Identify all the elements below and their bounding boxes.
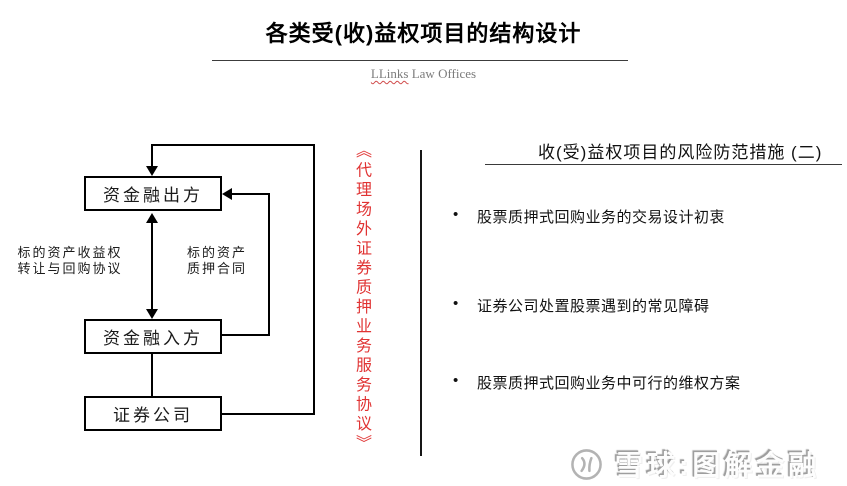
bullet-icon: • (453, 295, 459, 312)
brand-suffix: Law Offices (408, 66, 477, 81)
bullet-icon: • (453, 206, 459, 223)
connector-outer-right (313, 144, 315, 415)
watermark-text: 雪球:图解金融 (615, 450, 821, 481)
list-item: • 证券公司处置股票遇到的常见障碍 (453, 295, 710, 316)
panel-heading: 收(受)益权项目的风险防范措施 (二) (538, 143, 823, 162)
connector-inner-top (230, 193, 270, 195)
panel-heading-underline (485, 164, 842, 165)
list-item: • 股票质押式回购业务的交易设计初衷 (453, 206, 725, 227)
edge-label-transfer-repurchase: 标的资产收益权 转让与回购协议 (8, 245, 132, 277)
connector-borrower-broker (151, 354, 153, 396)
arrowhead-down-to-borrower-icon (146, 309, 158, 319)
edge-label-line: 标的资产 (186, 245, 247, 260)
connector-inner-right (268, 193, 270, 336)
brand-name: LLinks (370, 66, 409, 81)
connector-inner-bottom (222, 334, 270, 336)
arrowhead-left-into-lender-icon (222, 188, 232, 200)
vertical-agreement-note: 《代理场外证券质押业务服务协议》 (353, 142, 370, 454)
page-title: 各类受(收)益权项目的结构设计 (265, 21, 582, 46)
edge-label-line: 转让与回购协议 (17, 261, 123, 276)
xueqiu-snowball-logo-icon (571, 448, 602, 480)
watermark: 雪球:图解金融 (570, 444, 820, 484)
connector-broker-to-outer (222, 413, 315, 415)
bullet-text: 证券公司处置股票遇到的常见障碍 (477, 298, 710, 315)
edge-label-pledge-contract: 标的资产 质押合同 (178, 245, 256, 277)
arrowhead-down-into-lender-icon (146, 166, 158, 176)
node-fund-lender-label: 资金融出方 (103, 186, 203, 205)
edge-label-line: 标的资产收益权 (17, 245, 123, 260)
list-item: • 股票质押式回购业务中可行的维权方案 (453, 372, 741, 393)
title-underline (212, 60, 628, 61)
node-securities-company: 证券公司 (84, 396, 222, 431)
connector-into-lender-stem (151, 146, 153, 167)
connector-outer-top (151, 144, 315, 146)
connector-lender-borrower (151, 222, 153, 310)
edge-label-line: 质押合同 (186, 261, 247, 276)
brand-subtitle: LLinks Law Offices (0, 66, 847, 82)
node-fund-lender: 资金融出方 (84, 176, 222, 211)
bullet-text: 股票质押式回购业务的交易设计初衷 (477, 209, 726, 226)
node-securities-company-label: 证券公司 (113, 406, 193, 425)
node-fund-borrower-label: 资金融入方 (103, 329, 203, 348)
vertical-divider (420, 150, 422, 456)
node-fund-borrower: 资金融入方 (84, 319, 222, 354)
arrowhead-up-to-lender-icon (146, 213, 158, 223)
bullet-icon: • (453, 372, 459, 389)
bullet-text: 股票质押式回购业务中可行的维权方案 (477, 375, 741, 392)
